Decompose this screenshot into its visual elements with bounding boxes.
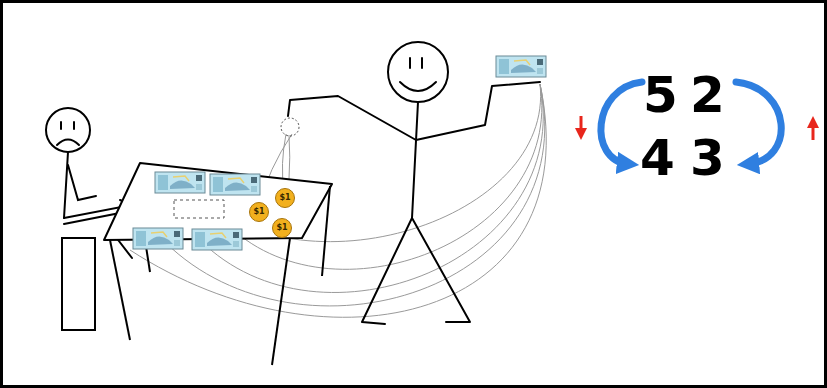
happy-figure — [288, 42, 540, 324]
arm — [416, 82, 540, 140]
banknote — [155, 172, 205, 193]
eye — [60, 122, 62, 129]
head — [46, 108, 90, 152]
table-leg — [110, 240, 130, 340]
sequence-number: 2 — [690, 70, 725, 120]
arm — [288, 96, 416, 140]
eye — [409, 58, 411, 68]
table — [104, 163, 332, 365]
sequence-number: 4 — [640, 133, 675, 183]
up-arrow — [812, 122, 815, 140]
frown — [57, 140, 79, 146]
head — [388, 42, 448, 102]
coin: $1 — [275, 188, 295, 208]
leg — [412, 218, 470, 322]
missing-coin-outline — [281, 118, 299, 136]
sequence-number: 3 — [690, 133, 725, 183]
banknote — [210, 174, 260, 195]
stool — [62, 238, 95, 330]
table-leg — [322, 186, 330, 276]
torso — [64, 152, 68, 218]
torso — [412, 102, 418, 218]
banknote — [133, 228, 183, 249]
arm — [68, 165, 96, 200]
eye — [421, 58, 423, 68]
eye — [73, 122, 75, 129]
held-banknote — [496, 56, 546, 77]
cycle-arrow — [736, 82, 781, 164]
coin-value: $1 — [253, 208, 264, 216]
coin: $1 — [249, 202, 269, 222]
smile — [400, 82, 436, 91]
banknote — [192, 229, 242, 250]
coin: $1 — [272, 218, 292, 238]
sequence-number: 5 — [643, 70, 678, 120]
down-arrow — [580, 116, 583, 134]
missing-note-outline — [174, 200, 224, 218]
table-leg — [272, 238, 290, 365]
coin-value: $1 — [276, 224, 287, 232]
leg — [362, 218, 412, 324]
coin-value: $1 — [279, 194, 290, 202]
cycle-arrow — [601, 82, 642, 164]
